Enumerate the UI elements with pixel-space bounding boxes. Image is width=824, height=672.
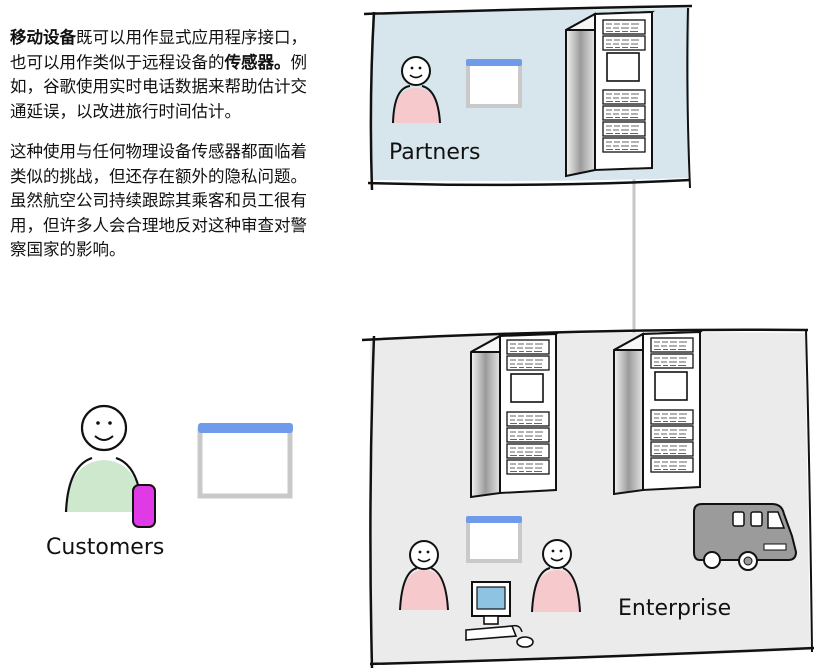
term-mobile-devices: 移动设备: [10, 28, 76, 47]
partners-label: Partners: [389, 140, 481, 165]
enterprise-server-rack-1: [470, 332, 560, 499]
enterprise-employee-2: [531, 539, 581, 613]
paragraph-mobile-devices: 移动设备既可以用作显式应用程序接口，也可以用作类似于远程设备的传感器。例如，谷歌…: [10, 26, 315, 124]
delivery-van: [693, 503, 798, 571]
partners-person: [392, 56, 441, 124]
customers-label: Customers: [46, 535, 165, 560]
enterprise-screen: [466, 516, 522, 563]
paragraph-privacy: 这种使用与任何物理设备传感器都面临着类似的挑战，但还存在额外的隐私问题。虽然航空…: [10, 142, 307, 259]
partners-server-rack: [565, 10, 655, 178]
customer-person: [64, 404, 144, 513]
enterprise-server-rack-2: [613, 330, 704, 496]
customer-screen: [197, 423, 293, 499]
term-sensor: 传感器。: [224, 52, 291, 72]
partners-screen: [466, 59, 522, 108]
enterprise-zone: [361, 328, 815, 669]
customer-phone-icon: [132, 484, 156, 528]
enterprise-employee-1: [399, 540, 449, 611]
paragraph1-text1: 既可以用作显式应用程序接口，也可以用作类似于远程设备的: [10, 28, 307, 72]
paragraph1-text2: 例如，谷歌使用实时电话数据来帮助估计交通延误，以改进旅行时间估计。: [10, 52, 307, 121]
description-text: 移动设备既可以用作显式应用程序接口，也可以用作类似于远程设备的传感器。例如，谷歌…: [10, 26, 315, 279]
desktop-computer: [465, 581, 534, 648]
enterprise-label: Enterprise: [618, 596, 732, 621]
